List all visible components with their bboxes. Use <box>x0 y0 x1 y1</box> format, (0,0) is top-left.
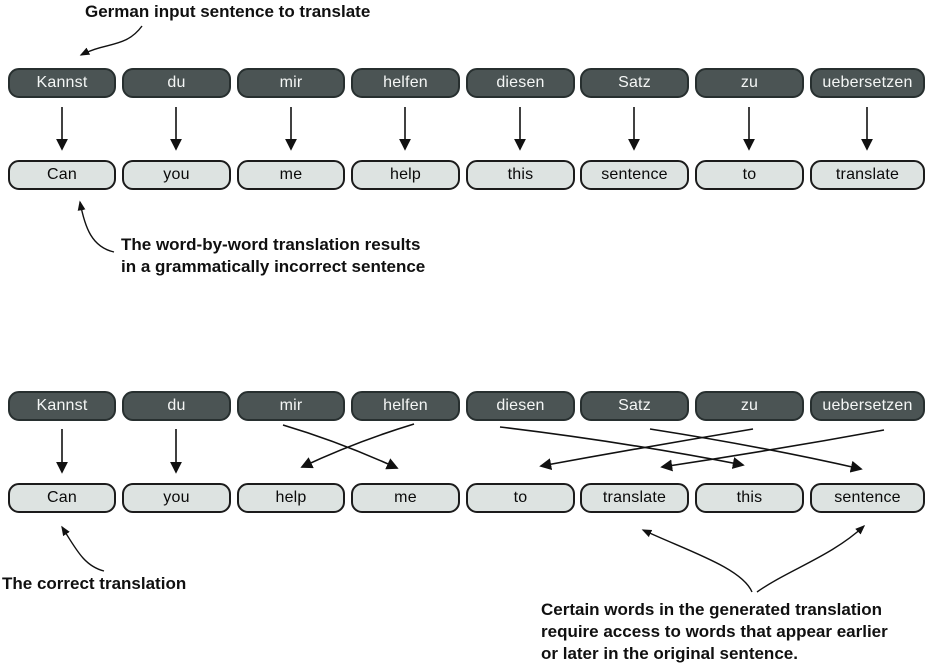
word-box-german-du: du <box>122 68 231 98</box>
note-word-by-word-line2: in a grammatically incorrect sentence <box>121 257 426 276</box>
pointer-german-input <box>79 25 143 56</box>
note-german-input: German input sentence to translate <box>85 2 371 21</box>
word-box-german-diesen: diesen <box>466 68 575 98</box>
word-box-english-you: you <box>122 160 231 190</box>
word-box-english-me: me <box>237 160 345 190</box>
word-box-german-kannst: Kannst <box>8 68 116 98</box>
pointer-word-by-word <box>77 200 115 253</box>
word-box-german-helfen: helfen <box>351 68 460 98</box>
word-box-german-mir: mir <box>237 68 345 98</box>
arrow2-helfen-help <box>300 423 415 469</box>
word-box-german2-helfen: helfen <box>351 391 460 421</box>
word-box-english2-to: to <box>466 483 575 513</box>
arrow2-satz-sentence <box>649 428 863 473</box>
note-context-words: Certain words in the generated translati… <box>541 599 888 665</box>
word-box-english-translate: translate <box>810 160 925 190</box>
pointer-context-translate <box>641 529 753 593</box>
arrow2-diesen-this <box>499 426 745 469</box>
word-box-german-satz: Satz <box>580 68 689 98</box>
word-box-english2-help: help <box>237 483 345 513</box>
word-box-german2-uebersetzen: uebersetzen <box>810 391 925 421</box>
note-context-line3: or later in the original sentence. <box>541 644 798 663</box>
pointer-context-sentence <box>756 524 866 593</box>
word-box-english2-you: you <box>122 483 231 513</box>
word-box-german2-zu: zu <box>695 391 804 421</box>
word-box-german2-kannst: Kannst <box>8 391 116 421</box>
word-box-english2-translate: translate <box>580 483 689 513</box>
word-box-german2-mir: mir <box>237 391 345 421</box>
note-context-line1: Certain words in the generated translati… <box>541 600 883 619</box>
arrow2-zu-to <box>539 428 754 471</box>
note-context-line2: require access to words that appear earl… <box>541 622 888 641</box>
word-box-german2-satz: Satz <box>580 391 689 421</box>
word-box-german-zu: zu <box>695 68 804 98</box>
word-box-english-to: to <box>695 160 804 190</box>
note-correct-translation: The correct translation <box>2 574 187 593</box>
word-box-german2-diesen: diesen <box>466 391 575 421</box>
note-word-by-word: The word-by-word translation results in … <box>121 234 425 278</box>
arrow2-uebersetzen-translate <box>660 429 885 472</box>
word-box-english2-can: Can <box>8 483 116 513</box>
note-word-by-word-line1: The word-by-word translation results <box>121 235 421 254</box>
pointer-correct <box>61 525 105 572</box>
word-box-english-sentence: sentence <box>580 160 689 190</box>
word-box-german-uebersetzen: uebersetzen <box>810 68 925 98</box>
word-box-english2-this: this <box>695 483 804 513</box>
word-box-german2-du: du <box>122 391 231 421</box>
arrow2-mir-me <box>282 424 399 470</box>
word-box-english-can: Can <box>8 160 116 190</box>
word-box-english-this: this <box>466 160 575 190</box>
word-box-english2-sentence: sentence <box>810 483 925 513</box>
word-box-english2-me: me <box>351 483 460 513</box>
word-box-english-help: help <box>351 160 460 190</box>
